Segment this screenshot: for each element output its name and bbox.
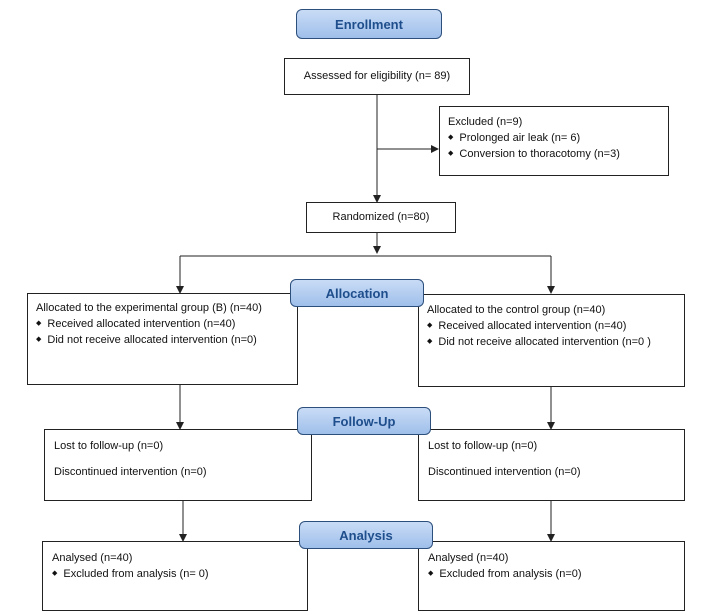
- assessed-box: Assessed for eligibility (n= 89): [284, 58, 470, 95]
- followup-right-discontinued: Discontinued intervention (n=0): [428, 465, 581, 478]
- analysis-right-item: Excluded from analysis (n=0): [428, 567, 675, 583]
- allocation-left-box: Allocated to the experimental group (B) …: [27, 293, 298, 385]
- excluded-box: Excluded (n=9) Prolonged air leak (n= 6)…: [439, 106, 669, 176]
- allocation-right-item: Did not receive allocated intervention (…: [427, 335, 676, 351]
- analysis-left-item: Excluded from analysis (n= 0): [52, 567, 298, 583]
- stage-analysis: Analysis: [299, 521, 433, 549]
- stage-followup: Follow-Up: [297, 407, 431, 435]
- excluded-item: Prolonged air leak (n= 6): [448, 131, 660, 147]
- analysis-right-title: Analysed (n=40): [428, 552, 509, 564]
- followup-right-box: Lost to follow-up (n=0) Discontinued int…: [418, 429, 685, 501]
- allocation-left-title: Allocated to the experimental group (B) …: [36, 302, 262, 314]
- stage-enrollment: Enrollment: [296, 9, 442, 39]
- excluded-item: Conversion to thoracotomy (n=3): [448, 147, 660, 163]
- followup-left-lost: Lost to follow-up (n=0): [54, 440, 164, 452]
- analysis-right-box: Analysed (n=40) Excluded from analysis (…: [418, 541, 685, 611]
- allocation-right-title: Allocated to the control group (n=40): [427, 304, 606, 316]
- followup-left-box: Lost to follow-up (n=0) Discontinued int…: [44, 429, 312, 501]
- allocation-right-item: Received allocated intervention (n=40): [427, 319, 676, 335]
- allocation-right-box: Allocated to the control group (n=40) Re…: [418, 294, 685, 387]
- randomized-text: Randomized (n=80): [332, 210, 430, 223]
- stage-allocation: Allocation: [290, 279, 424, 307]
- randomized-box: Randomized (n=80): [306, 202, 456, 233]
- followup-right-lost: Lost to follow-up (n=0): [428, 440, 538, 452]
- allocation-left-item: Did not receive allocated intervention (…: [36, 333, 289, 349]
- assessed-text: Assessed for eligibility (n= 89): [303, 69, 451, 82]
- allocation-left-item: Received allocated intervention (n=40): [36, 317, 289, 333]
- followup-left-discontinued: Discontinued intervention (n=0): [54, 465, 207, 478]
- excluded-title: Excluded (n=9): [448, 116, 523, 128]
- analysis-left-box: Analysed (n=40) Excluded from analysis (…: [42, 541, 308, 611]
- analysis-left-title: Analysed (n=40): [52, 552, 133, 564]
